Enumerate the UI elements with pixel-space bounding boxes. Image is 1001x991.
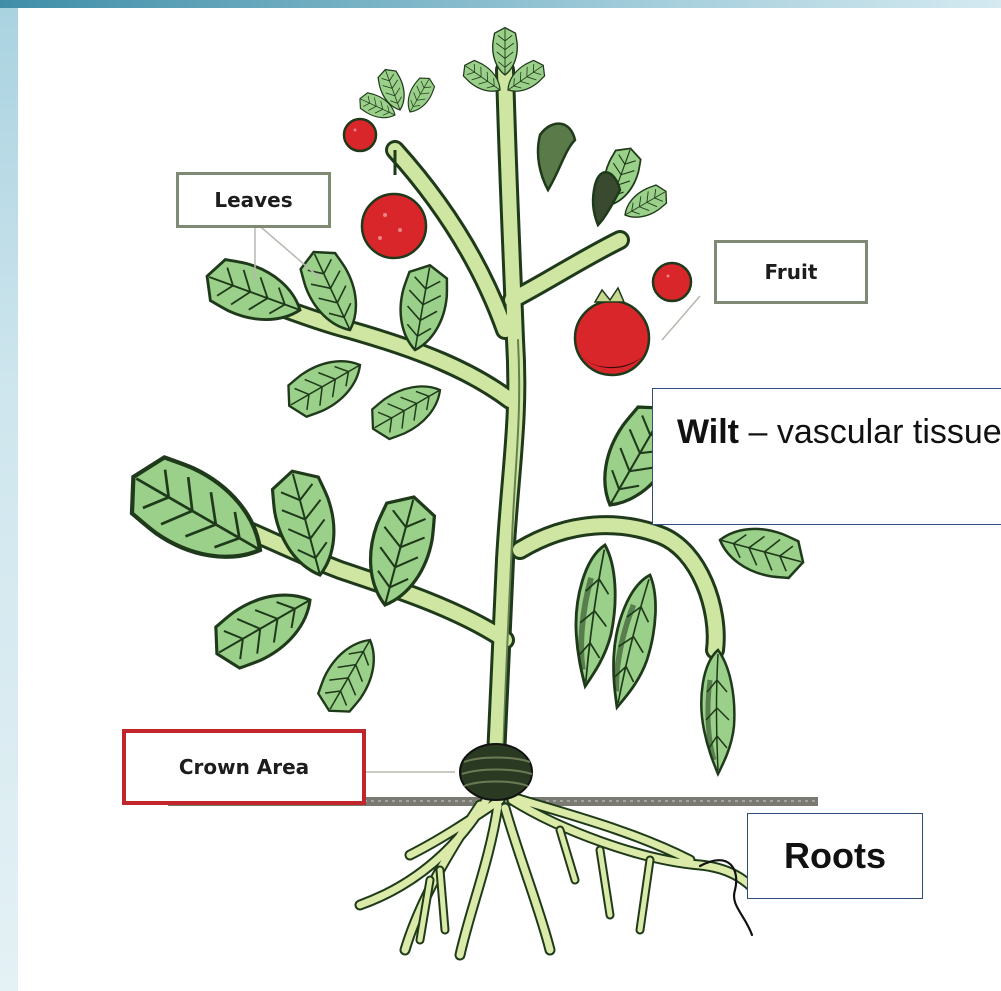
root-system: [360, 790, 755, 955]
leaf-cluster-upper-left: [198, 243, 452, 446]
slide-top-bar: [0, 0, 1001, 8]
wilt-description: – vascular tissue: [739, 413, 1001, 451]
leaf-cluster-lower-left: [114, 444, 442, 721]
wilted-leaf-top: [538, 124, 575, 190]
wilt-term: Wilt: [677, 413, 739, 451]
leaves-label: Leaves: [176, 172, 331, 228]
roots-callout: Roots: [747, 813, 923, 899]
crown-knot: [460, 744, 532, 800]
fruit-label: Fruit: [714, 240, 868, 304]
crown-area-label: Crown Area: [122, 729, 366, 805]
wilt-callout: Wilt – vascular tissue: [652, 388, 1001, 525]
